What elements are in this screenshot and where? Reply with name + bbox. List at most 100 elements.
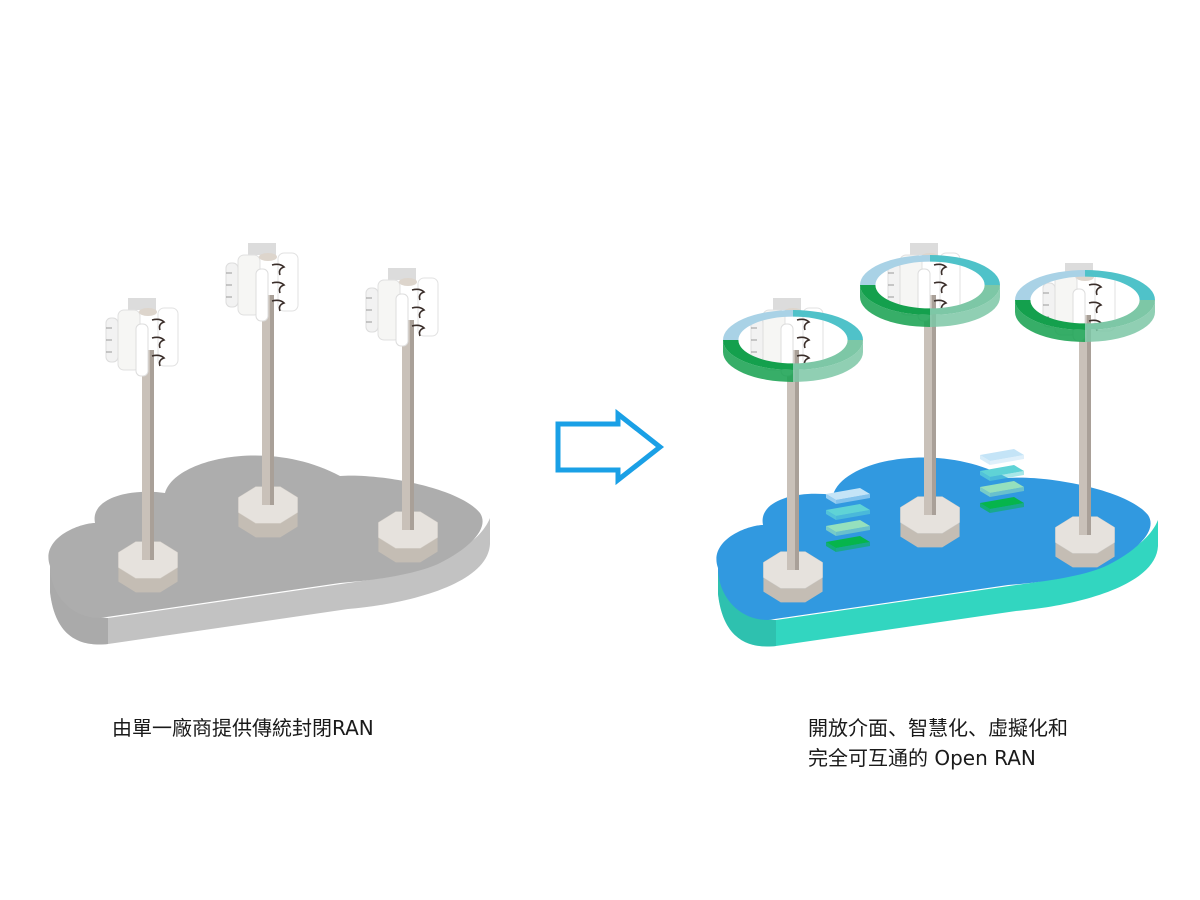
- open-ran-layer-stack-2-layer-1-top: [980, 449, 1024, 461]
- traditional-tower-2-antenna-cable: [271, 299, 286, 312]
- traditional-tower-3-antenna-back-panel: [388, 268, 416, 280]
- open-ran-tower-2-antenna-cable: [933, 281, 948, 294]
- open-ran-layer-stack-2-layer-4-side-right: [990, 503, 1024, 513]
- open-ran-tower-3-ring-side-right: [1085, 300, 1155, 342]
- open-ran-tower-3-ring-segment-bottom-right: [1085, 300, 1155, 330]
- open-ran-tower-2-ring-segment-top-right: [930, 255, 1000, 285]
- traditional-tower-2-antenna-back-panel: [248, 243, 276, 255]
- open-ran-layer-stack-2-layer-4-side-left: [980, 503, 990, 513]
- open-ran-layer-stack-1-layer-2-side-left: [826, 510, 836, 520]
- open-ran-tower-1-pole-shade: [795, 350, 799, 570]
- open-ran-layer-stack-1-layer-1-side-left: [826, 494, 836, 504]
- open-ran-tower-1-antenna-cable: [796, 336, 811, 349]
- open-ran-tower-3-ring-side-left: [1015, 300, 1085, 342]
- open-ran-tower-3-antenna-cable: [1088, 301, 1103, 314]
- open-ran-tower-1-ring-side-right: [793, 340, 863, 382]
- open-ran-tower-1-antenna-cable: [796, 318, 811, 331]
- traditional-tower-1-antenna-cable: [151, 354, 166, 367]
- open-ran-tower-1-ring-segment-top-left: [723, 310, 793, 340]
- traditional-tower-3-antenna-cable: [411, 306, 426, 319]
- traditional-tower-3-antenna-cable: [411, 288, 426, 301]
- traditional-tower-1-antenna-pole-cap: [139, 308, 157, 316]
- open-ran-tower-2-antenna-cable: [933, 299, 948, 312]
- open-ran-illustration: [716, 243, 1158, 647]
- traditional-tower-1-antenna-panel-right: [157, 307, 179, 367]
- open-ran-layer-stack-2-layer-1-side-right: [990, 455, 1024, 465]
- open-ran-layer-stack-1-layer-1-side-right: [836, 494, 870, 504]
- open-ran-tower-3-ring-segment-top-left: [1015, 270, 1085, 300]
- traditional-tower-1-antenna-cable: [151, 336, 166, 349]
- open-ran-layer-stack-1-layer-1-top: [826, 488, 870, 500]
- open-ran-layer-stack-1-layer-4-top: [826, 536, 870, 548]
- open-ran-tower-3-antenna-cable: [1088, 283, 1103, 296]
- traditional-tower-1-antenna-cable: [151, 318, 166, 331]
- open-ran-tower-1-ring-segment-bottom-left: [723, 340, 793, 370]
- open-ran-platform-side-shade: [718, 568, 776, 647]
- traditional-tower-2-antenna-pole-cap: [259, 253, 277, 261]
- traditional-ran-platform-side: [50, 518, 490, 645]
- open-ran-tower-1: [723, 298, 863, 603]
- traditional-tower-3-antenna-pole-cap: [399, 278, 417, 286]
- open-ran-caption-line-1: 開放介面、智慧化、虛擬化和: [808, 716, 1068, 740]
- open-ran-tower-2-ring-segment-top-left: [860, 255, 930, 285]
- open-ran-layer-stack-1-layer-2-top: [826, 504, 870, 516]
- open-ran-layer-stack-2-layer-3-top: [980, 481, 1024, 493]
- traditional-tower-2-antenna-cable: [271, 281, 286, 294]
- traditional-ran-platform-side-shade: [50, 566, 108, 645]
- open-ran-layer-stack-1-layer-3-side-left: [826, 526, 836, 536]
- open-ran-tower-3-ring-segment-bottom-left: [1015, 300, 1085, 330]
- open-ran-tower-2-antenna-back-panel: [910, 243, 938, 255]
- traditional-tower-2-antenna-panel-front: [255, 268, 269, 322]
- open-ran-tower-3-base-side: [1055, 527, 1115, 568]
- arrow-right-icon: [555, 408, 665, 486]
- traditional-ran-illustration: [48, 243, 490, 645]
- open-ran-tower-2-ring-side-left: [860, 285, 930, 327]
- open-ran-tower-2-pole-shade: [932, 295, 936, 515]
- open-ran-tower-1-ring-side-left: [723, 340, 793, 382]
- traditional-tower-1-antenna-back-panel: [128, 298, 156, 310]
- open-ran-tower-1-base-side: [763, 562, 823, 603]
- open-ran-layer-stack-1-layer-4-side-left: [826, 542, 836, 552]
- open-ran-layer-stack-2-layer-2-side-right: [990, 471, 1024, 481]
- traditional-tower-1-base-side: [118, 552, 178, 593]
- open-ran-tower-2-ring-side-right: [930, 285, 1000, 327]
- open-ran-tower-2-base-side: [900, 507, 960, 548]
- traditional-tower-1: [105, 298, 179, 593]
- transition-arrow: [555, 408, 665, 486]
- open-ran-layer-stack-2-layer-3-side-left: [980, 487, 990, 497]
- traditional-tower-3-antenna-cable: [411, 324, 426, 337]
- open-ran-tower-1-antenna-cable: [796, 354, 811, 367]
- traditional-tower-3-pole-shade: [410, 320, 414, 530]
- traditional-tower-3: [365, 268, 439, 563]
- traditional-tower-2: [225, 243, 299, 538]
- traditional-tower-3-antenna-panel-right: [417, 277, 439, 337]
- open-ran-caption-line-2: 完全可互通的 Open RAN: [808, 746, 1036, 770]
- open-ran-platform-side: [718, 520, 1158, 647]
- traditional-tower-2-pole-shade: [270, 295, 274, 505]
- open-ran-tower-2-antenna-cable: [933, 263, 948, 276]
- open-ran-tower-3-ring-segment-top-right: [1085, 270, 1155, 300]
- open-ran-layer-stack-1-layer-3-top: [826, 520, 870, 532]
- open-ran-tower-3: [1015, 263, 1155, 568]
- open-ran-layer-stack-2-layer-4-top: [980, 497, 1024, 509]
- traditional-tower-3-antenna-panel-front: [395, 293, 409, 347]
- open-ran-tower-2-ring-segment-bottom-left: [860, 285, 930, 315]
- open-ran-tower-3-pole-shade: [1087, 315, 1091, 535]
- open-ran-tower-1-ring-segment-top-right: [793, 310, 863, 340]
- open-ran-tower-2-ring-segment-bottom-right: [930, 285, 1000, 315]
- open-ran-layer-stack-2-layer-2-side-left: [980, 471, 990, 481]
- open-ran-layer-stack-1-layer-2-side-right: [836, 510, 870, 520]
- traditional-tower-3-base-side: [378, 522, 438, 563]
- open-ran-tower-1-antenna-back-panel: [773, 298, 801, 310]
- traditional-tower-1-antenna-panel-front: [135, 323, 149, 377]
- open-ran-layer-stack-1-layer-3-side-right: [836, 526, 870, 536]
- traditional-tower-2-antenna-panel-right: [277, 252, 299, 312]
- traditional-tower-2-base-side: [238, 497, 298, 538]
- traditional-ran-caption: 由單一廠商提供傳統封閉RAN: [112, 716, 374, 740]
- traditional-tower-2-antenna-cable: [271, 263, 286, 276]
- open-ran-caption: 開放介面、智慧化、虛擬化和 完全可互通的 Open RAN: [808, 713, 1068, 773]
- open-ran-layer-stack-2-layer-1-side-left: [980, 455, 990, 465]
- traditional-tower-1-pole-shade: [150, 350, 154, 560]
- open-ran-layer-stack-2-layer-3-side-right: [990, 487, 1024, 497]
